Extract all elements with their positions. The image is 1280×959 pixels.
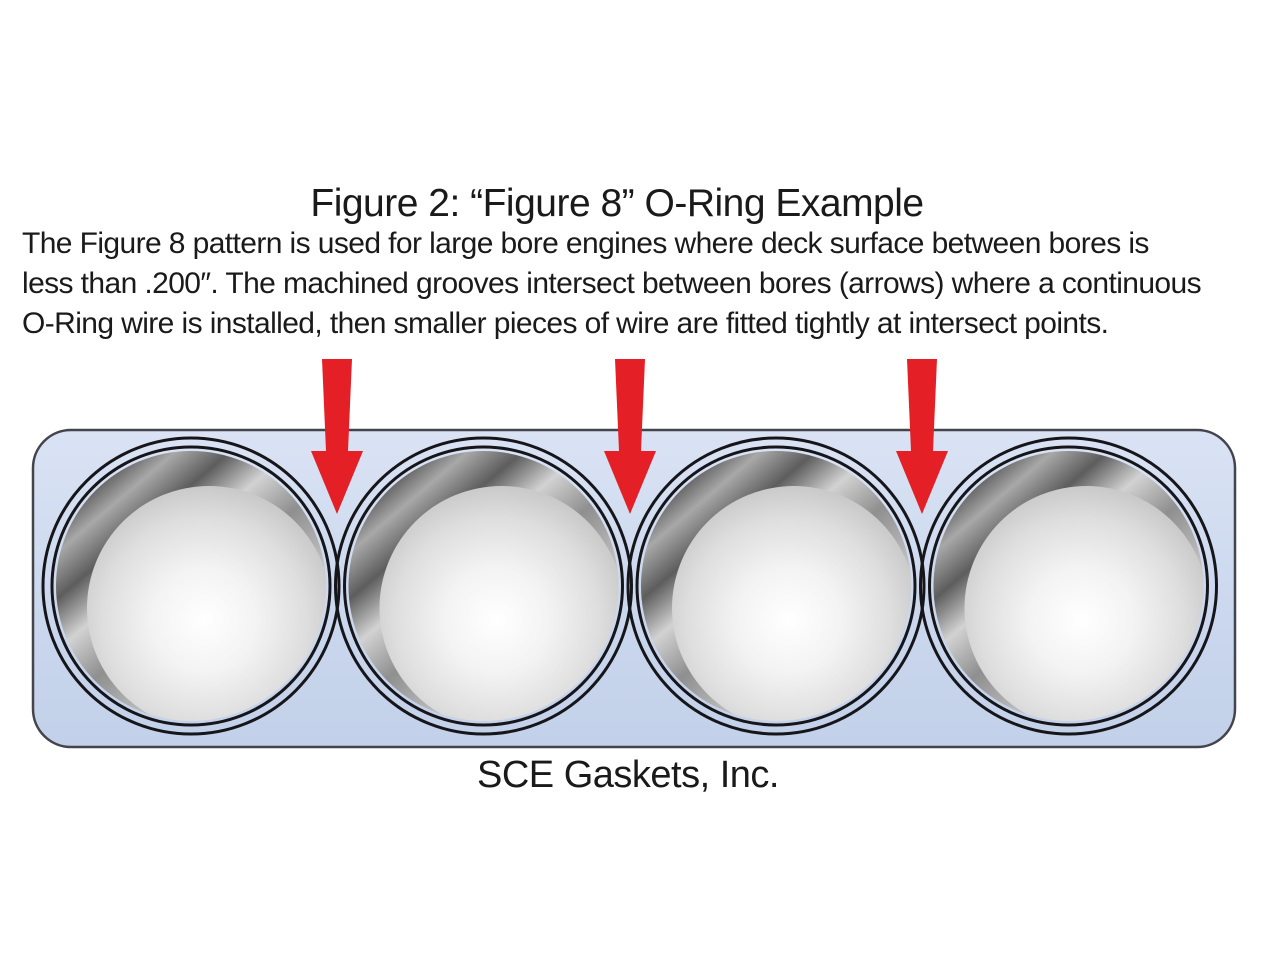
description-line: O-Ring wire is installed, then smaller p… <box>22 307 1109 340</box>
bore-outer-ring <box>334 436 633 736</box>
bore-1 <box>56 451 326 721</box>
bore-dome <box>672 486 911 721</box>
description-line: less than .200″. The machined grooves in… <box>22 267 1202 300</box>
figure-caption: SCE Gaskets, Inc. <box>477 754 779 796</box>
bore-inner-ring <box>928 445 1209 727</box>
groove-rings <box>41 436 1218 736</box>
bore-4 <box>933 451 1204 721</box>
bore-inner-ring <box>635 445 917 727</box>
figure-title: Figure 2: “Figure 8” O-Ring Example <box>310 182 924 226</box>
bore-dome <box>379 486 619 721</box>
bore-outer-ring <box>626 436 926 736</box>
down-arrow-icon <box>896 359 948 514</box>
figure-description: The Figure 8 pattern is used for large b… <box>22 224 1202 344</box>
bore-outer-ring <box>919 436 1218 736</box>
bore-2 <box>348 451 619 721</box>
bore-outer-ring <box>41 436 341 736</box>
bore-3 <box>641 451 911 721</box>
bore-inner-ring <box>50 445 332 727</box>
description-line: The Figure 8 pattern is used for large b… <box>22 227 1149 260</box>
down-arrow-icon <box>604 359 656 514</box>
bore-dome <box>964 486 1204 721</box>
bore-inner-ring <box>343 445 624 727</box>
down-arrow-icon <box>311 359 363 514</box>
bore-dome <box>87 486 326 721</box>
